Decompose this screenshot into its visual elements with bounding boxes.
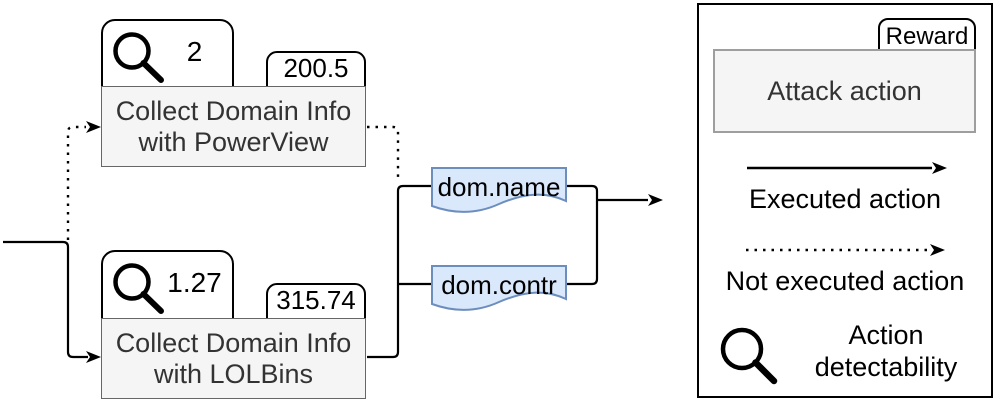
legend-attack-action-box: Attack action: [713, 49, 976, 133]
detectability-value-powerview: 2: [186, 36, 203, 67]
arrowhead-into-lolbins: [86, 351, 101, 363]
connector-artifact-rail: [567, 184, 599, 286]
reward-value-powerview: 200.5: [283, 52, 349, 83]
artifact-label-domname: dom.name: [437, 171, 561, 202]
reward-tab-powerview: 200.5: [266, 51, 366, 90]
detectability-tab-lolbins: 1.27: [101, 250, 234, 322]
arrowhead-into-powerview: [86, 121, 101, 133]
legend-executed-label: Executed action: [748, 184, 942, 214]
arrowhead-output: [648, 194, 663, 206]
artifact-label-domcontr: dom.contr: [441, 269, 557, 300]
reward-value-lolbins: 315.74: [276, 284, 356, 315]
action-label-line2: with LOLBins: [153, 358, 314, 389]
legend-detectability-line2: detectability: [814, 352, 958, 382]
action-label-line1: Collect Domain Info: [115, 95, 352, 126]
magnifier-icon: [720, 327, 778, 385]
legend-not-executed-label: Not executed action: [725, 266, 965, 296]
action-box-powerview: Collect Domain Info with PowerView: [101, 86, 366, 167]
action-box-lolbins: Collect Domain Info with LOLBins: [101, 318, 366, 399]
action-label-line1: Collect Domain Info: [115, 327, 352, 358]
legend-symbols-layer: [720, 162, 947, 385]
reward-tab-lolbins: 315.74: [266, 283, 366, 322]
magnifier-icon: [113, 32, 164, 83]
legend-reward-label: Reward: [885, 23, 969, 50]
legend-detectability-label: Action detectability: [781, 319, 991, 383]
connector-entry-not-executed: [66, 125, 86, 240]
detectability-tab-powerview: 2: [101, 19, 234, 91]
magnifier-icon: [113, 263, 164, 314]
artifact-doc-domname: [431, 167, 567, 213]
legend-panel: Reward Attack action Executed action Not…: [697, 3, 993, 398]
legend-detectability-line1: Action: [848, 320, 924, 350]
connector-powerview-out: [367, 125, 400, 181]
not-executed-arrowhead: [930, 244, 945, 256]
detectability-value-lolbins: 1.27: [167, 267, 222, 298]
connector-lolbins-out: [367, 184, 431, 359]
action-label-line2: with PowerView: [138, 126, 329, 157]
artifact-doc-domcontr: [431, 265, 567, 311]
legend-attack-action-label: Attack action: [767, 75, 922, 106]
connector-entry-executed: [3, 240, 88, 359]
legend-reward-tab: Reward: [878, 18, 976, 60]
executed-arrowhead: [932, 162, 947, 174]
